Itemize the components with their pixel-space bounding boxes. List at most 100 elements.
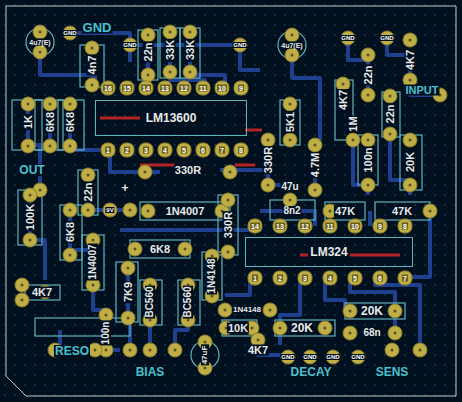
pin-number: 2 [277,275,283,282]
pad [221,193,235,207]
pad [63,97,77,111]
drill-hole [91,47,94,50]
pad [341,31,355,45]
part-value: 4u7(E) [280,42,303,49]
part-value: BC560 [145,285,155,318]
drill-hole [394,310,397,313]
part-value: 330R [263,146,274,174]
drill-hole [314,144,317,147]
ic-name: LM324 [308,246,349,258]
pad [123,203,137,217]
drill-hole [105,314,108,317]
pad [380,31,394,45]
pin-number: 9 [238,85,244,92]
drill-hole [227,251,230,254]
drill-hole [91,84,94,87]
part-value: 47K [334,206,356,217]
ic-pad [273,271,287,285]
pad [85,78,99,92]
pad [351,350,365,364]
pad [143,343,157,357]
part-value: 20K [405,151,416,173]
drill-hole [314,189,317,192]
drill-hole [349,310,352,313]
part-value: 1N4007 [88,243,98,280]
ic-pad [273,219,287,233]
ic-pad [215,143,229,157]
pin-number: 9 [377,223,383,230]
pin-number: 5 [352,275,358,282]
pad [361,133,375,147]
pad [33,25,47,39]
pad [388,304,402,318]
connector-label: RESO [54,345,90,357]
drill-hole [127,317,130,320]
part-value: 8n2 [282,206,301,216]
part-value: 20K [360,305,384,317]
pad [63,26,77,40]
drill-hole [429,210,432,213]
part-value: 22n [143,42,154,63]
drill-hole [87,174,90,177]
part-value: 100n [363,146,374,173]
pad [346,133,360,147]
pad-label: GND [232,42,247,48]
drill-hole [409,139,412,142]
pad [403,178,417,192]
drill-hole [169,31,172,34]
drill-hole [409,184,412,187]
ic-pad [101,143,115,157]
pin-number: 8 [238,147,244,154]
pad [383,89,397,103]
pin-number: 10 [217,85,227,92]
pad-label: GND [280,354,295,360]
component-outlines [12,28,430,369]
pin-number: 4 [162,147,168,154]
part-value: 22n [385,104,396,125]
part-value: 68n [362,328,381,338]
ic-pad [177,143,191,157]
pad-label: GND [340,35,355,41]
pad-label: 9V [105,207,114,213]
part-value: 4K7 [247,345,269,356]
pad [63,203,77,217]
ic-name: LM13600 [144,112,199,124]
pin-number: 1 [252,275,258,282]
ic-pad [373,219,387,233]
connector-label: OUT [18,164,45,176]
pad [361,178,375,192]
ic-pad [196,143,210,157]
pad [85,41,99,55]
pin-number: 12 [300,223,310,230]
drill-hole [267,184,270,187]
drill-hole [147,34,150,37]
part-value: 4n7 [87,55,98,76]
part-value: 22n [83,182,94,203]
part-value: 4K7 [31,287,53,298]
pin-number: 6 [377,275,383,282]
pad [285,48,299,62]
part-value: 6K8 [65,221,76,243]
ic-pad [323,271,337,285]
pin-number: 3 [143,147,149,154]
pad-label: GND [350,354,365,360]
drill-hole [291,34,294,37]
pad-label: GND [325,354,340,360]
pad [141,68,155,82]
pad [163,25,177,39]
drill-hole [269,309,272,312]
part-value: 4.7M [310,152,321,178]
ic-outline: LM13600 [95,100,247,136]
drill-hole [69,145,72,148]
drill-hole [144,171,147,174]
pad [183,65,197,79]
drill-hole [69,209,72,212]
pad-label: GND [62,30,77,36]
pad [21,97,35,111]
pin-number: 7 [402,275,408,282]
drill-hole [367,139,370,142]
pin-number: 12 [179,85,189,92]
ic-pad [139,81,153,95]
ic-pad [373,271,387,285]
pad-label: GND [122,42,137,48]
